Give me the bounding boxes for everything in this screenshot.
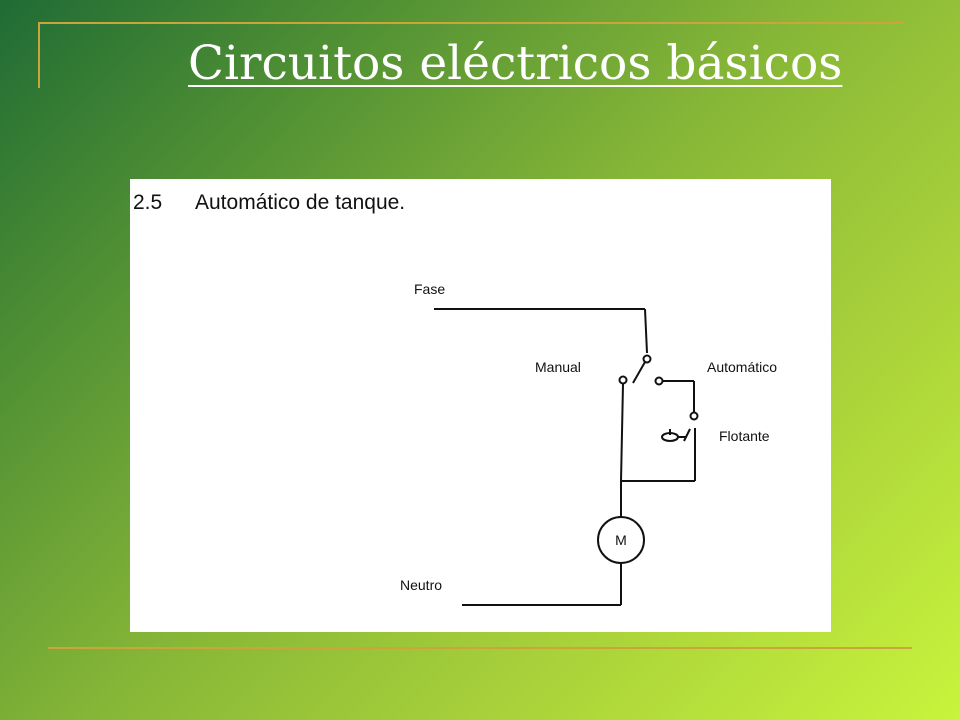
circuit-diagram: Fase Manual Automático Flotante Neutro M	[400, 281, 777, 606]
figure-number: 2.5	[133, 191, 163, 214]
float-label: Flotante	[719, 428, 770, 444]
phase-drop-wire	[644, 308, 648, 354]
float-switch-contact	[683, 428, 691, 442]
manual-label: Manual	[535, 359, 581, 375]
circuit-figure-panel: 2.5 Automático de tanque.	[130, 179, 831, 632]
figure-heading: 2.5 Automático de tanque.	[133, 191, 405, 215]
neutral-label: Neutro	[400, 577, 442, 593]
figure-title: Automático de tanque.	[195, 191, 406, 214]
top-decorative-line	[38, 22, 904, 24]
automatic-terminal	[654, 376, 664, 386]
selector-switch-blade	[632, 361, 646, 384]
float-switch-top-terminal	[689, 411, 699, 421]
motor-label: M	[615, 532, 627, 548]
selector-common-terminal	[642, 354, 652, 364]
manual-wire	[620, 383, 624, 482]
left-decorative-line	[38, 22, 40, 88]
slide-title: Circuitos eléctricos básicos	[188, 36, 843, 91]
automatic-label: Automático	[707, 359, 777, 375]
manual-terminal	[618, 375, 628, 385]
phase-label: Fase	[414, 281, 445, 297]
bottom-decorative-line	[48, 647, 912, 649]
